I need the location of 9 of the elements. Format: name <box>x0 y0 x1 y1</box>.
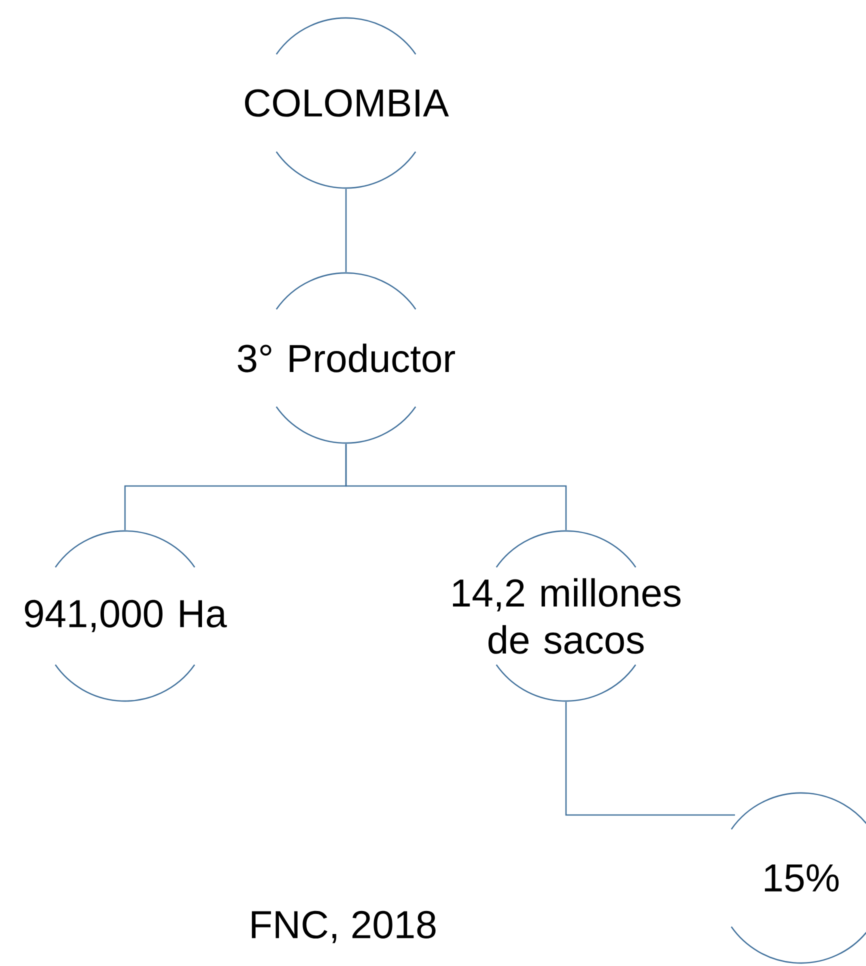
circle-node: COLOMBIA <box>245 17 449 189</box>
connector-line <box>345 189 347 272</box>
circle-node: 14,2 millones de sacos <box>452 530 680 702</box>
connector-line <box>565 702 735 816</box>
connector-line <box>345 444 567 530</box>
circle-node: 3° Productor <box>238 272 455 444</box>
circle-node: 941,000 Ha <box>24 530 227 702</box>
circle-node: 15% <box>730 792 866 964</box>
source-note: FNC, 2018 <box>252 910 436 944</box>
